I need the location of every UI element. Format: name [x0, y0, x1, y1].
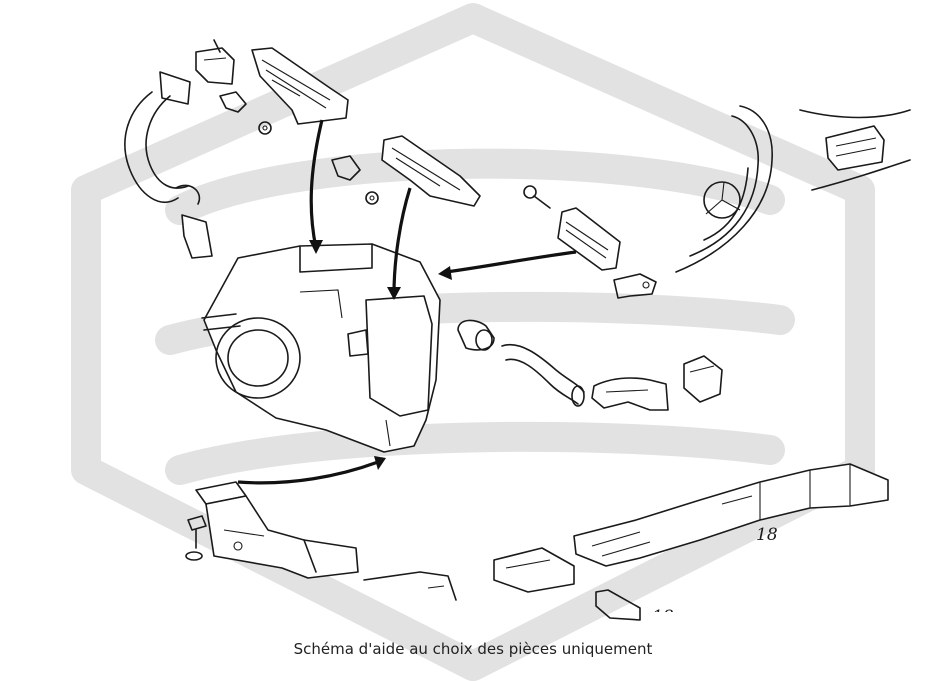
connector-right: [683, 355, 723, 403]
arrow-to-housing-1: [309, 119, 324, 254]
side-vent-grille: [557, 207, 621, 271]
arrow-to-housing-2: [387, 187, 412, 300]
dash-vent-right: [799, 109, 911, 191]
rear-duct-18: [573, 463, 889, 567]
arrow-to-housing-3: [438, 250, 577, 280]
flexible-hose-left: [124, 71, 213, 259]
cropped-label-clip: 18: [652, 607, 674, 627]
panel-bottom-center: [363, 571, 457, 601]
vent-connector-top: [195, 39, 235, 85]
part-number-18: 18: [756, 525, 778, 545]
steering-wheel-outline: [675, 105, 773, 273]
clip-middle: [331, 155, 379, 205]
diagram-caption: Schéma d'aide au choix des pièces unique…: [293, 640, 653, 658]
plate-bottom-right: [595, 589, 641, 621]
bracket: [613, 273, 657, 299]
clip-top: [219, 91, 272, 135]
elbow-connector: [457, 319, 495, 351]
floor-duct-left: [195, 481, 359, 579]
duct-piece-bottom: [493, 547, 575, 593]
heater-housing: [201, 243, 441, 453]
curved-duct-right: [591, 377, 669, 411]
bolt: [185, 515, 207, 561]
arrow-to-housing-4: [237, 456, 386, 485]
defroster-nozzle-left: [251, 47, 349, 125]
screw: [523, 185, 551, 209]
defroster-nozzle-right: [381, 135, 481, 207]
part-number-cropped: 18: [652, 607, 674, 627]
flexible-hose-right: [501, 343, 585, 407]
